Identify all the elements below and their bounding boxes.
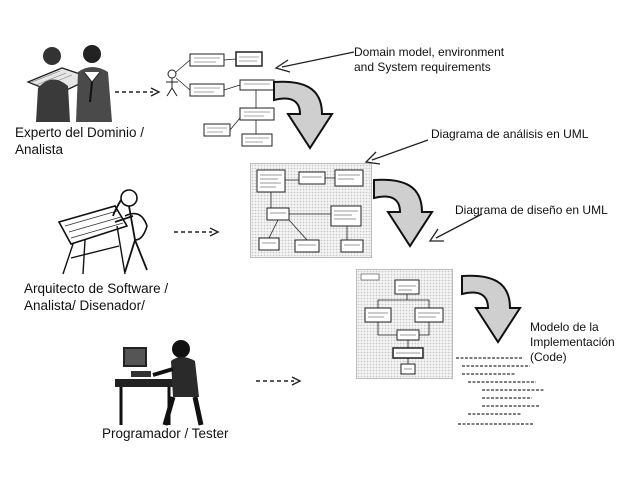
programmer-figure — [115, 340, 204, 426]
design-diagram-line1: Diagrama de diseño en UML — [455, 203, 608, 217]
domain-model-line1: Domain model, environment — [354, 45, 505, 59]
domain-expert-line1: Experto del Dominio / — [15, 125, 145, 140]
curved-arrow-2 — [373, 178, 434, 248]
analysis-diagram-panel — [250, 163, 372, 258]
domain-model-diagram — [166, 51, 275, 147]
design-pointer — [428, 213, 483, 242]
analysis-diagram-line1: Diagrama de análisis en UML — [431, 127, 589, 141]
implementation-line1: Modelo de la — [530, 320, 599, 334]
programmer-label: Programador / Tester — [102, 425, 229, 442]
analysis-uml-classes — [256, 169, 364, 253]
programmer-line1: Programador / Tester — [102, 426, 229, 441]
design-uml-classes — [360, 273, 444, 375]
implementation-line3: (Code) — [530, 350, 567, 364]
implementation-label: Modelo de la Implementación (Code) — [530, 320, 615, 365]
analysis-pointer — [364, 139, 429, 165]
architect-line2: Analista/ Disenador/ — [24, 298, 145, 313]
curved-arrow-1 — [273, 80, 334, 150]
domain-model-pointer — [274, 51, 355, 73]
dashed-arrow-1 — [115, 87, 161, 97]
dashed-arrow-2 — [174, 227, 220, 237]
domain-expert-line2: Analista — [15, 142, 64, 157]
analysis-diagram-label: Diagrama de análisis en UML — [431, 127, 588, 142]
design-diagram-panel — [356, 269, 453, 379]
implementation-line2: Implementación — [530, 335, 615, 349]
code-snippet — [456, 357, 544, 425]
dashed-arrow-3 — [256, 376, 302, 386]
architect-label: Arquitecto de Software / Analista/ Disen… — [24, 280, 168, 314]
curved-arrow-3 — [461, 274, 522, 344]
design-diagram-label: Diagrama de diseño en UML — [455, 203, 608, 218]
architect-line1: Arquitecto de Software / — [24, 281, 169, 296]
domain-model-line2: and System requirements — [354, 60, 491, 74]
domain-experts-figure — [26, 45, 112, 122]
architect-figure — [57, 189, 148, 275]
domain-expert-label: Experto del Dominio / Analista — [15, 124, 144, 158]
domain-model-label: Domain model, environment and System req… — [354, 45, 504, 75]
